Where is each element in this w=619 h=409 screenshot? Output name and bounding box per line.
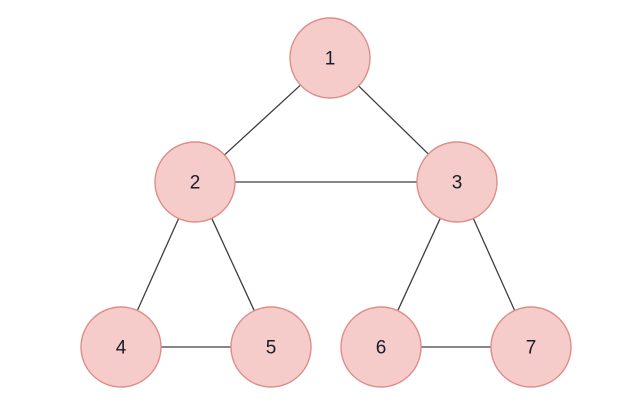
graph-edge-3-6 (397, 217, 441, 312)
graph-node-circle-3[interactable] (416, 141, 498, 223)
graph-node-1[interactable]: 1 (289, 17, 371, 99)
graph-node-5[interactable]: 5 (230, 306, 312, 388)
graph-node-6[interactable]: 6 (340, 306, 422, 388)
graph-node-4[interactable]: 4 (80, 306, 162, 388)
graph-node-label-3: 3 (452, 173, 463, 194)
graph-edge-2-5 (211, 217, 255, 312)
graph-node-label-4: 4 (116, 338, 127, 359)
graph-edge-2-4 (136, 217, 180, 312)
graph-node-label-6: 6 (376, 338, 387, 359)
graph-edge-1-3 (357, 85, 430, 155)
graph-node-3[interactable]: 3 (416, 141, 498, 223)
graph-node-circle-4[interactable] (80, 306, 162, 388)
graph-node-circle-5[interactable] (230, 306, 312, 388)
graph-edge-1-2 (223, 84, 302, 156)
graph-node-7[interactable]: 7 (490, 306, 572, 388)
graph-node-label-5: 5 (266, 338, 277, 359)
graph-node-2[interactable]: 2 (154, 141, 236, 223)
graph-node-circle-1[interactable] (289, 17, 371, 99)
graph-edge-3-7 (472, 217, 516, 312)
graph-node-label-1: 1 (325, 49, 336, 70)
graph-node-circle-6[interactable] (340, 306, 422, 388)
graph-node-circle-7[interactable] (490, 306, 572, 388)
edges-layer (136, 84, 516, 348)
nodes-layer: 1 2 3 4 5 6 7 (80, 17, 572, 388)
graph-node-label-2: 2 (190, 173, 201, 194)
graph-node-label-7: 7 (526, 338, 537, 359)
graph-node-circle-2[interactable] (154, 141, 236, 223)
